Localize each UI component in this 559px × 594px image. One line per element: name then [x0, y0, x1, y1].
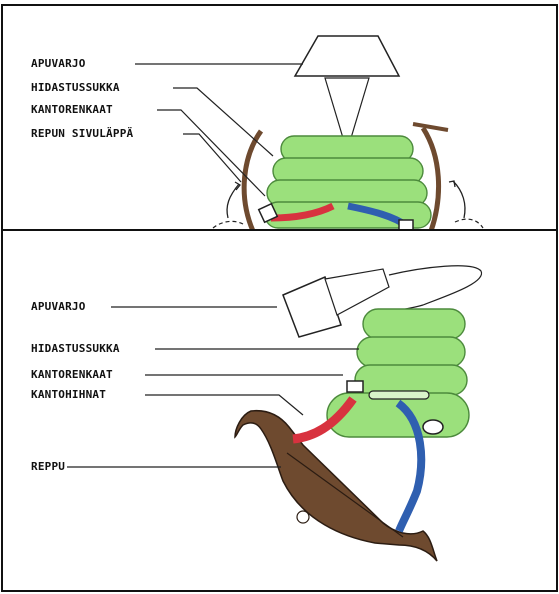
pilot-chute-cone: [325, 269, 389, 315]
label-repun-sivulappa: REPUN SIVULÄPPÄ: [31, 127, 133, 140]
label-hidastussukka: HIDASTUSSUKKA: [31, 342, 120, 355]
carry-ring-left: [347, 381, 363, 392]
label-kantorenkaat: KANTORENKAAT: [31, 368, 113, 381]
top-panel: APUVARJO HIDASTUSSUKKA KANTORENKAAT REPU…: [1, 4, 558, 232]
label-apuvarjo: APUVARJO: [31, 300, 86, 313]
label-kantorenkaat: KANTORENKAAT: [31, 103, 113, 116]
pilot-chute-cone: [325, 78, 369, 138]
label-hidastussukka: HIDASTUSSUKKA: [31, 81, 120, 94]
top-illustration: [3, 6, 558, 232]
carry-ring-band: [369, 391, 429, 399]
deployment-bag-stack: [327, 309, 469, 437]
label-apuvarjo: APUVARJO: [31, 57, 86, 70]
label-kantohihnat: KANTOHIHNAT: [31, 388, 106, 401]
pilot-chute-shape: [295, 36, 399, 76]
label-reppu: REPPU: [31, 460, 65, 473]
bottom-panel: APUVARJO HIDASTUSSUKKA KANTORENKAAT KANT…: [1, 229, 558, 592]
carry-ring-right: [423, 420, 443, 434]
bottom-illustration: [3, 231, 558, 592]
side-flap-left: [244, 131, 261, 231]
